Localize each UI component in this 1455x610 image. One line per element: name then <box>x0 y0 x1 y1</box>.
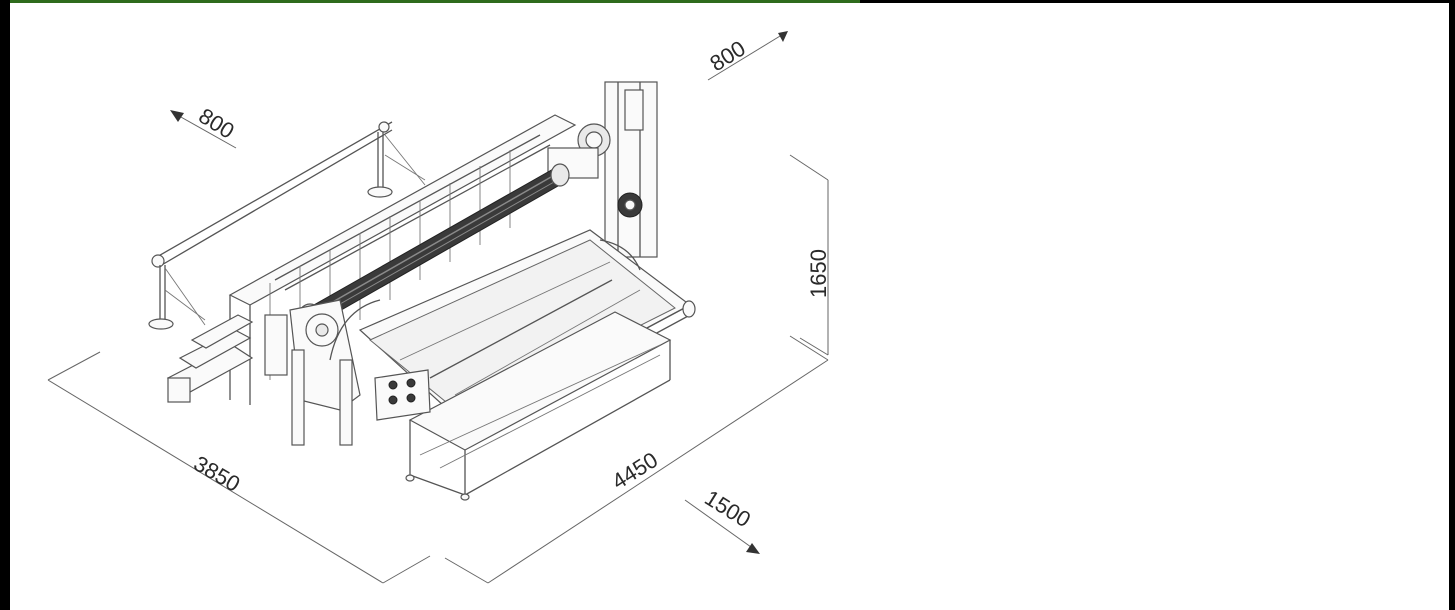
rear-frame <box>166 114 577 405</box>
height-label: 1650 <box>806 249 831 298</box>
frame-top-accent <box>0 0 860 3</box>
arrow-up-left-icon <box>170 110 184 122</box>
depth-label: 3850 <box>190 451 245 497</box>
arrow-down-right-icon <box>746 543 760 554</box>
rear-guard-rail <box>148 121 426 330</box>
dimension-lines <box>47 154 829 584</box>
top-right-clearance-label: 800 <box>705 36 749 77</box>
front-clearance-label: 1500 <box>700 485 755 532</box>
machine <box>148 81 696 501</box>
inspection-table <box>358 229 696 501</box>
top-left-clearance-label: 800 <box>194 103 238 144</box>
arrow-up-right-icon <box>778 31 788 42</box>
frame-left-border <box>0 0 10 610</box>
side-arc <box>329 239 641 361</box>
left-end-plate <box>264 299 361 446</box>
control-panel <box>374 369 431 421</box>
right-tower <box>547 81 658 258</box>
clearance-arrows <box>170 31 788 554</box>
frame-right-border <box>1449 0 1455 610</box>
